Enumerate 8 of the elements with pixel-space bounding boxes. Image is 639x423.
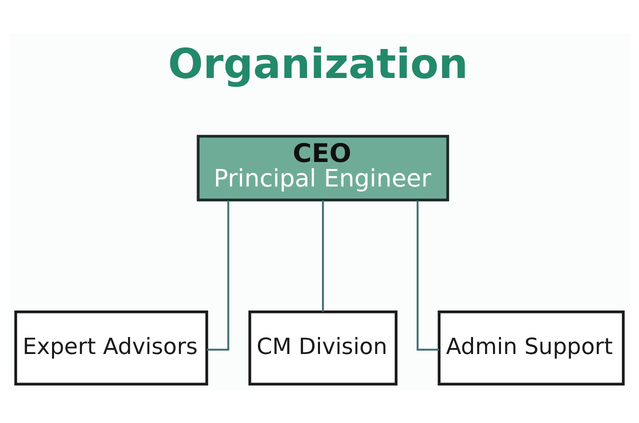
connector (206, 200, 230, 350)
node-box: CEO Principal Engineer (196, 134, 450, 201)
node-box: Admin Support (438, 310, 625, 385)
node-box: CM Division (248, 310, 398, 385)
connector (416, 200, 439, 350)
connector (322, 200, 324, 312)
diagram-title: Organization (168, 40, 468, 88)
node-box: Expert Advisors (14, 310, 208, 385)
